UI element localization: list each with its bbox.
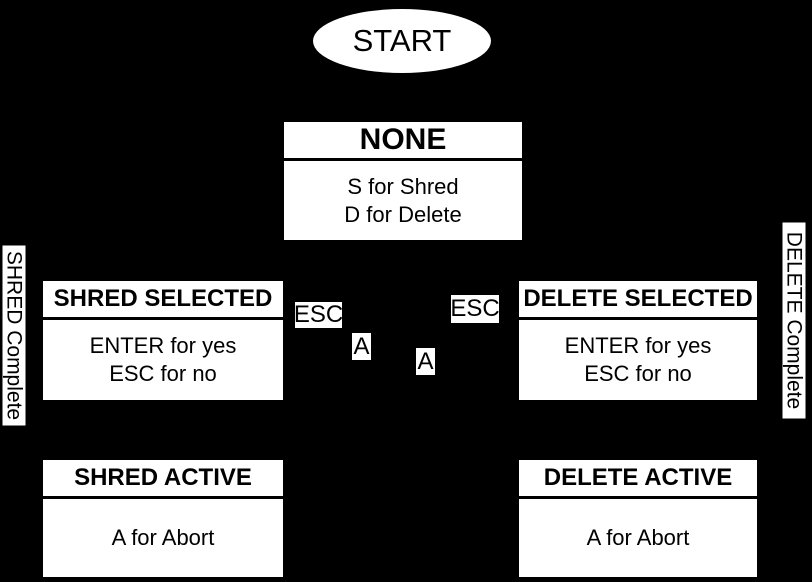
start-node: START (313, 9, 491, 73)
state-none: NONE S for Shred D for Delete (284, 122, 522, 240)
edge-label-esc-left: ESC (293, 301, 344, 328)
edge-label-abort-right: A (416, 347, 435, 375)
state-delete-selected-line2: ESC for no (584, 361, 692, 386)
state-shred-active: SHRED ACTIVE A for Abort (43, 460, 283, 577)
state-delete-active: DELETE ACTIVE A for Abort (519, 460, 757, 577)
state-shred-active-line1: A for Abort (111, 525, 215, 550)
state-shred-selected-body: ENTER for yes ESC for no (43, 320, 283, 400)
state-delete-selected: DELETE SELECTED ENTER for yes ESC for no (519, 281, 757, 400)
state-delete-active-title: DELETE ACTIVE (519, 460, 757, 499)
state-none-line2: D for Delete (344, 201, 462, 227)
state-delete-selected-title: DELETE SELECTED (519, 281, 757, 320)
state-shred-selected-line2: ESC for no (109, 361, 217, 386)
edge-label-delete-complete: DELETE Complete (782, 222, 805, 418)
state-shred-active-title: SHRED ACTIVE (43, 460, 283, 499)
state-shred-active-body: A for Abort (43, 499, 283, 577)
state-shred-selected-title: SHRED SELECTED (43, 281, 283, 320)
state-delete-active-line1: A for Abort (586, 525, 690, 550)
state-delete-selected-line1: ENTER for yes (564, 333, 712, 358)
state-none-line1: S for Shred (347, 173, 459, 199)
edge-label-esc-right: ESC (450, 295, 500, 323)
state-shred-selected-line1: ENTER for yes (89, 333, 237, 358)
state-delete-active-body: A for Abort (519, 499, 757, 577)
state-delete-selected-body: ENTER for yes ESC for no (519, 320, 757, 400)
state-shred-selected: SHRED SELECTED ENTER for yes ESC for no (43, 281, 283, 400)
edge-label-abort-left: A (352, 332, 371, 360)
state-none-title: NONE (284, 122, 522, 161)
state-none-body: S for Shred D for Delete (284, 161, 522, 240)
start-node-label: START (352, 23, 452, 58)
edge-label-shred-complete: SHRED Complete (2, 245, 25, 425)
